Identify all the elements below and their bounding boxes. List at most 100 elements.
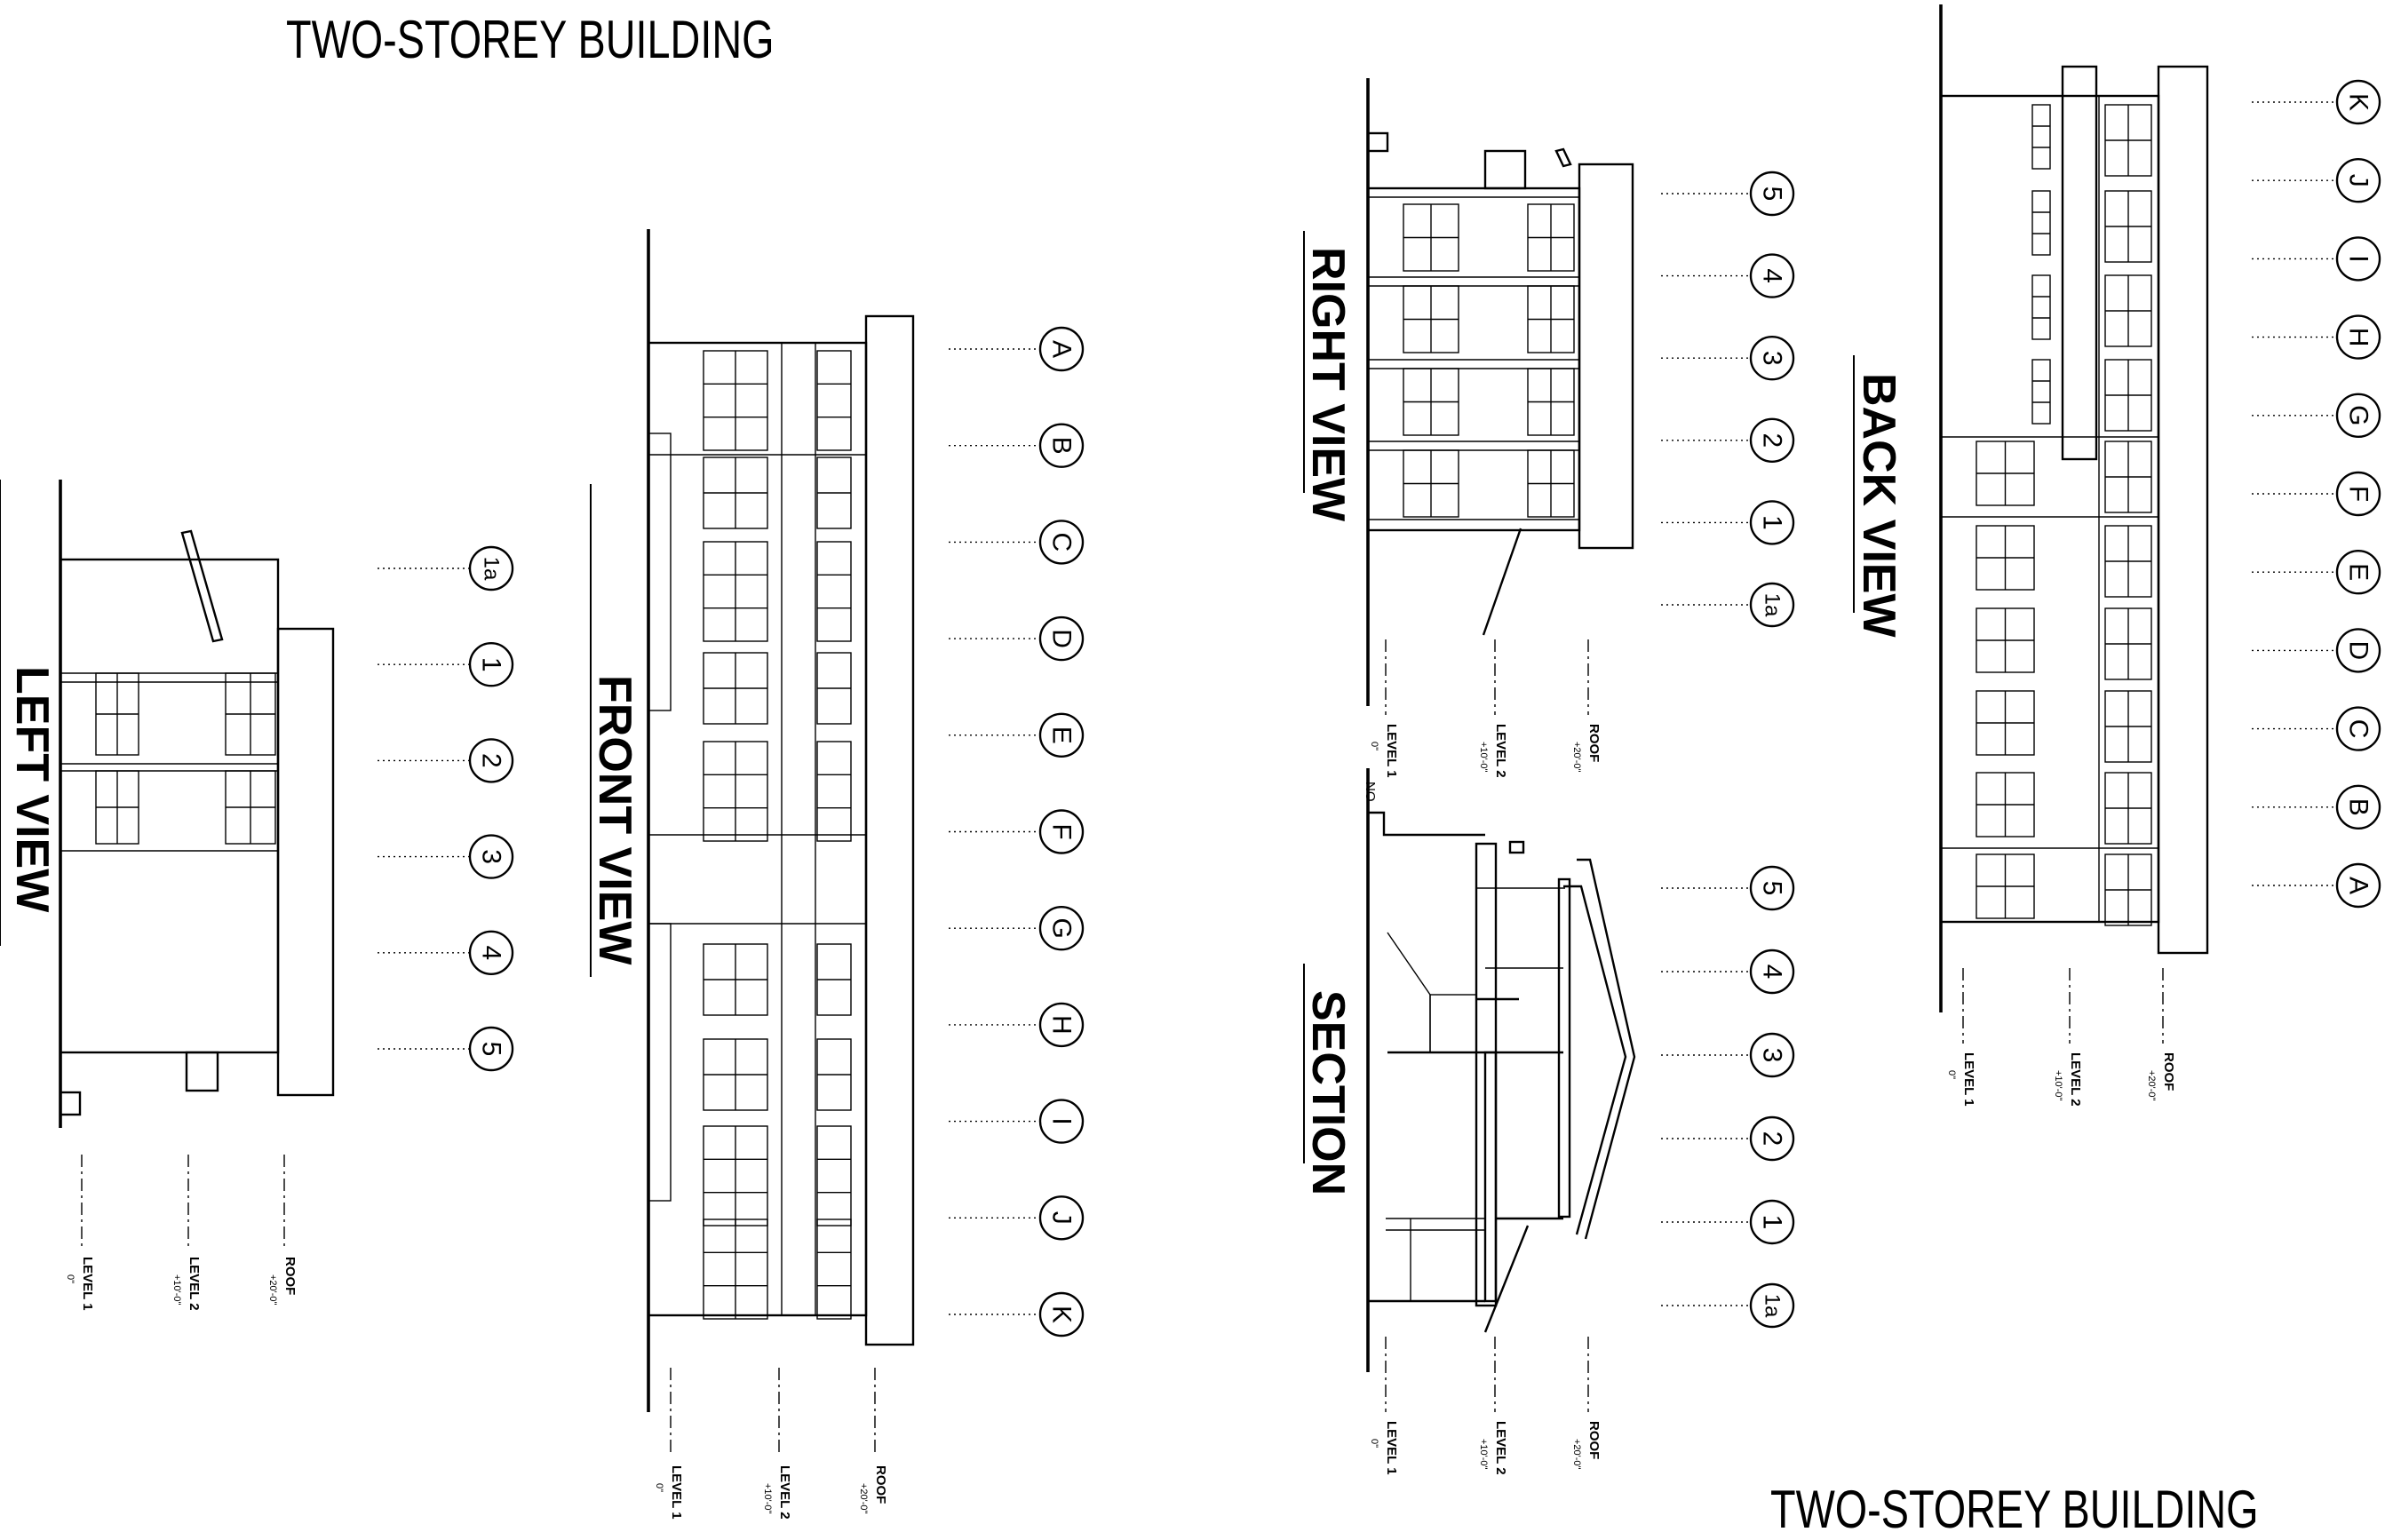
- grid-label: 1: [477, 657, 506, 672]
- grid-label: 3: [1758, 1048, 1787, 1063]
- grid-label: 3: [477, 849, 506, 864]
- level-name: LEVEL 1: [80, 1257, 95, 1311]
- level-elevation: 0": [1369, 742, 1379, 750]
- level-name: ROOF: [1586, 1421, 1602, 1459]
- right-grid-marker: 1: [1661, 500, 1795, 545]
- level-elevation: 0": [1369, 1439, 1379, 1448]
- grid-label: 1: [1758, 515, 1787, 530]
- grid-label: 5: [1758, 187, 1787, 202]
- left-grid-marker: 5: [378, 1026, 514, 1072]
- grid-label: K: [2344, 93, 2373, 111]
- section-grid-marker: 2: [1661, 1115, 1795, 1162]
- section-note: NO: [1363, 782, 1378, 802]
- back-grid-marker: F: [2252, 471, 2381, 517]
- grid-label: J: [1047, 1211, 1077, 1225]
- back-grid-marker: E: [2252, 550, 2381, 595]
- grid-label: F: [2344, 486, 2373, 502]
- grid-label: 4: [477, 945, 506, 960]
- level-marker-level1: LEVEL 1 0": [65, 1155, 95, 1311]
- level-elevation: +10'-0": [2053, 1070, 2063, 1101]
- grid-label: H: [1047, 1015, 1077, 1035]
- left-grid-marker: 4: [378, 930, 514, 976]
- grid-label: E: [2344, 563, 2373, 581]
- level-name: LEVEL 1: [669, 1465, 684, 1520]
- level-elevation: +20'-0": [2146, 1070, 2157, 1101]
- level-marker-level1: LEVEL 1 0": [1369, 639, 1399, 778]
- level-name: ROOF: [873, 1465, 888, 1504]
- level-name: LEVEL 1: [1961, 1052, 1976, 1107]
- grid-label: B: [2344, 798, 2373, 816]
- grid-label: 1a: [480, 557, 504, 581]
- left-grid-marker: 3: [378, 834, 514, 879]
- left-grid-marker: 2: [378, 738, 514, 783]
- level-marker-roof: ROOF +20'-0": [858, 1368, 888, 1514]
- grid-label: C: [2344, 719, 2373, 739]
- level-name: LEVEL 2: [2068, 1052, 2083, 1107]
- grid-label: 3: [1758, 351, 1787, 366]
- level-marker-roof: ROOF +20'-0": [2146, 968, 2176, 1101]
- back-grid-marker: I: [2252, 236, 2381, 282]
- grid-label: 1a: [1761, 1294, 1785, 1318]
- level-name: ROOF: [2161, 1052, 2176, 1091]
- front-grid-marker: J: [949, 1195, 1085, 1241]
- level-elevation: +20'-0": [858, 1483, 869, 1514]
- level-name: LEVEL 2: [777, 1465, 792, 1520]
- front-grid-marker: I: [949, 1099, 1085, 1144]
- grid-label: E: [1047, 726, 1077, 744]
- section-grid-marker: 3: [1661, 1032, 1795, 1078]
- level-name: ROOF: [1586, 724, 1602, 762]
- section-grid-marker: 4: [1661, 949, 1795, 995]
- level-elevation: +20'-0": [1571, 742, 1582, 773]
- back-grid-marker: K: [2252, 79, 2381, 125]
- grid-label: F: [1047, 823, 1077, 839]
- left-view-drawing: [59, 480, 335, 1128]
- level-elevation: +20'-0": [1571, 1439, 1582, 1470]
- grid-label: 1a: [1761, 593, 1785, 617]
- grid-label: 2: [1758, 1131, 1787, 1147]
- front-grid-marker: D: [949, 615, 1085, 662]
- front-grid-marker: C: [949, 520, 1085, 565]
- front-grid-marker: F: [949, 809, 1085, 854]
- grid-label: G: [2344, 405, 2373, 425]
- level-name: ROOF: [282, 1257, 298, 1295]
- grid-label: A: [1047, 340, 1077, 358]
- grid-label: I: [2344, 255, 2373, 262]
- back-view-drawing: [1939, 4, 2209, 1012]
- level-marker-level1: LEVEL 1 0": [654, 1368, 684, 1520]
- level-name: LEVEL 2: [187, 1257, 202, 1311]
- back-grid-marker: C: [2252, 706, 2381, 751]
- level-name: LEVEL 1: [1384, 724, 1399, 778]
- section-drawing: [1366, 768, 1636, 1372]
- level-elevation: 0": [1946, 1070, 1957, 1079]
- sheet-title-top: TWO-STOREY BUILDING: [286, 10, 775, 69]
- level-marker-roof: ROOF +20'-0": [1571, 639, 1602, 773]
- level-marker-roof: ROOF +20'-0": [1571, 1337, 1602, 1470]
- grid-label: 5: [477, 1042, 506, 1057]
- grid-label: D: [1047, 629, 1077, 648]
- grid-label: C: [1047, 533, 1077, 552]
- grid-label: 1: [1758, 1215, 1787, 1230]
- level-marker-level2: LEVEL 2+10'-0": [1478, 1337, 1508, 1475]
- back-grid-marker: J: [2252, 157, 2381, 203]
- grid-label: 2: [1758, 433, 1787, 448]
- level-elevation: 0": [654, 1483, 664, 1492]
- right-grid-marker: 2: [1661, 417, 1795, 463]
- right-grid-marker: 3: [1661, 336, 1795, 381]
- grid-label: K: [1047, 1306, 1077, 1323]
- front-grid-marker: H: [949, 1002, 1085, 1048]
- level-elevation: +10'-0": [1478, 1439, 1489, 1470]
- level-marker-level2: LEVEL 2+10'-0": [762, 1368, 792, 1520]
- level-marker-level1: LEVEL 1 0": [1946, 968, 1976, 1107]
- front-grid-marker: K: [949, 1291, 1085, 1338]
- grid-label: 5: [1758, 881, 1787, 896]
- front-view-drawing: [647, 229, 915, 1412]
- section-grid-marker: 1: [1661, 1199, 1795, 1245]
- front-grid-marker: B: [949, 423, 1085, 468]
- back-grid-marker: A: [2252, 862, 2381, 909]
- level-elevation: 0": [65, 1274, 76, 1283]
- back-grid-marker: D: [2252, 628, 2381, 673]
- front-grid-marker: A: [949, 326, 1085, 372]
- right-grid-marker: 1a: [1661, 582, 1795, 628]
- grid-label: 4: [1758, 964, 1787, 980]
- level-marker-level2: LEVEL 2+10'-0": [1478, 639, 1508, 778]
